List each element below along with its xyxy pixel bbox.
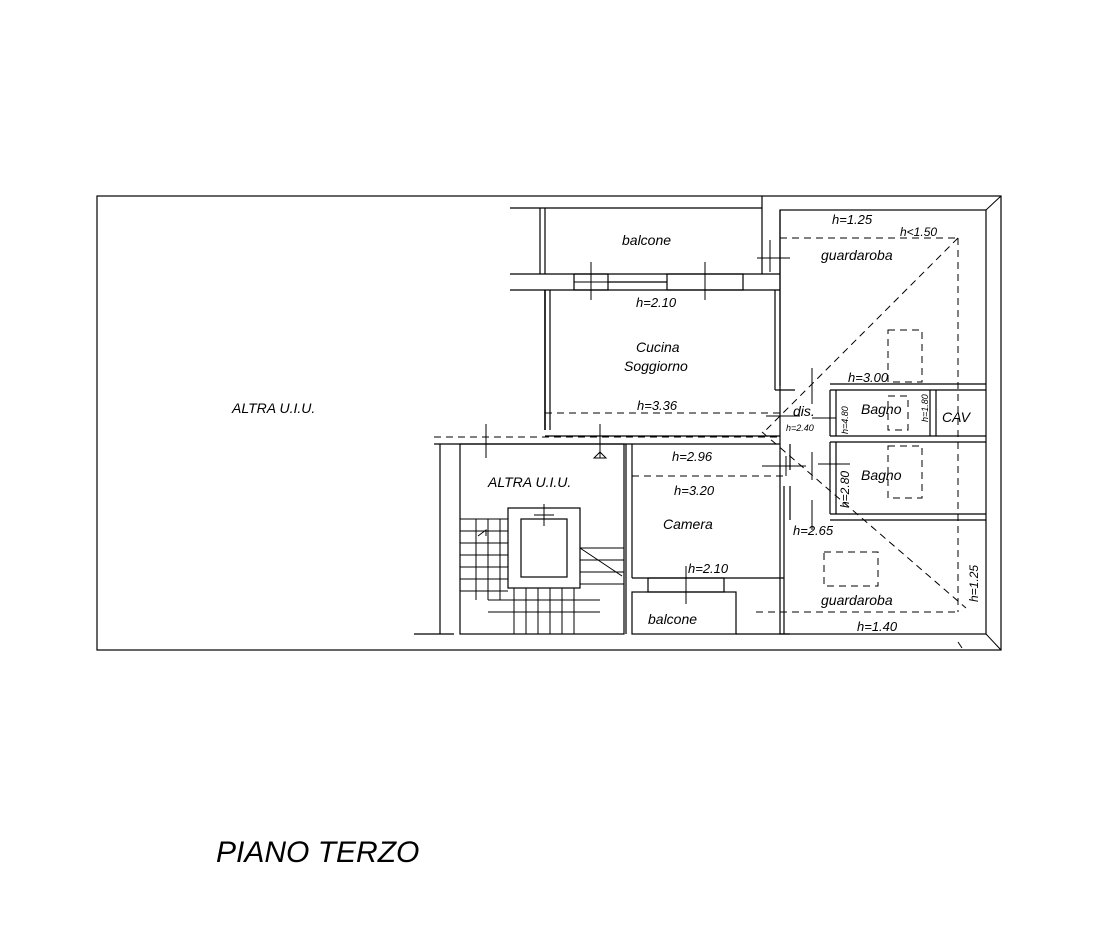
height-label-bagno-1-vertical: h=4.80 [840,406,850,434]
height-label-camera-b: h=3.20 [674,483,715,498]
room-label-cav: CAV [942,409,972,425]
room-label-camera: Camera [663,516,713,532]
height-label-dis: h=2.40 [786,423,814,433]
room-label-guardaroba-bottom: guardaroba [821,592,893,608]
room-label-balcone-bottom: balcone [648,611,697,627]
room-label-guardaroba-top: guardaroba [821,247,893,263]
room-label-dis: dis. [793,403,815,419]
room-label-altra-stair: ALTRA U.I.U. [487,474,571,490]
height-label-balcone-top: h=2.10 [636,295,677,310]
height-label-corridor: h=2.65 [793,523,834,538]
room-label-altra-left: ALTRA U.I.U. [231,400,315,416]
height-label-guardaroba-top-b: h<1.50 [900,225,937,239]
balcony-top [510,196,790,300]
stair-unit [414,443,625,635]
service-rooms [766,329,986,587]
height-label-cav-vertical: h=1.80 [920,394,930,422]
room-label-bagno-2: Bagno [861,467,902,483]
room-label-soggiorno: Soggiorno [624,358,688,374]
room-label-cucina: Cucina [636,339,680,355]
room-label-balcone-top: balcone [622,232,671,248]
height-label-guardaroba-bottom: h=1.40 [857,619,898,634]
height-label-cucina: h=3.36 [637,398,678,413]
height-label-bagno-2-vertical: h=2.80 [838,471,852,508]
bedroom [625,444,806,634]
height-label-balcone-bottom: h=2.10 [688,561,729,576]
room-label-bagno-1: Bagno [861,401,902,417]
height-label-guardaroba-top-a: h=1.25 [832,212,873,227]
height-label-camera-a: h=2.96 [672,449,713,464]
height-label-bagno-top: h=3.00 [848,370,889,385]
height-label-guardaroba-right-vertical: h=1.25 [967,565,981,602]
outer-boundary [96,195,1002,651]
floor-title: PIANO TERZO [216,836,419,869]
landing-band [434,424,780,459]
